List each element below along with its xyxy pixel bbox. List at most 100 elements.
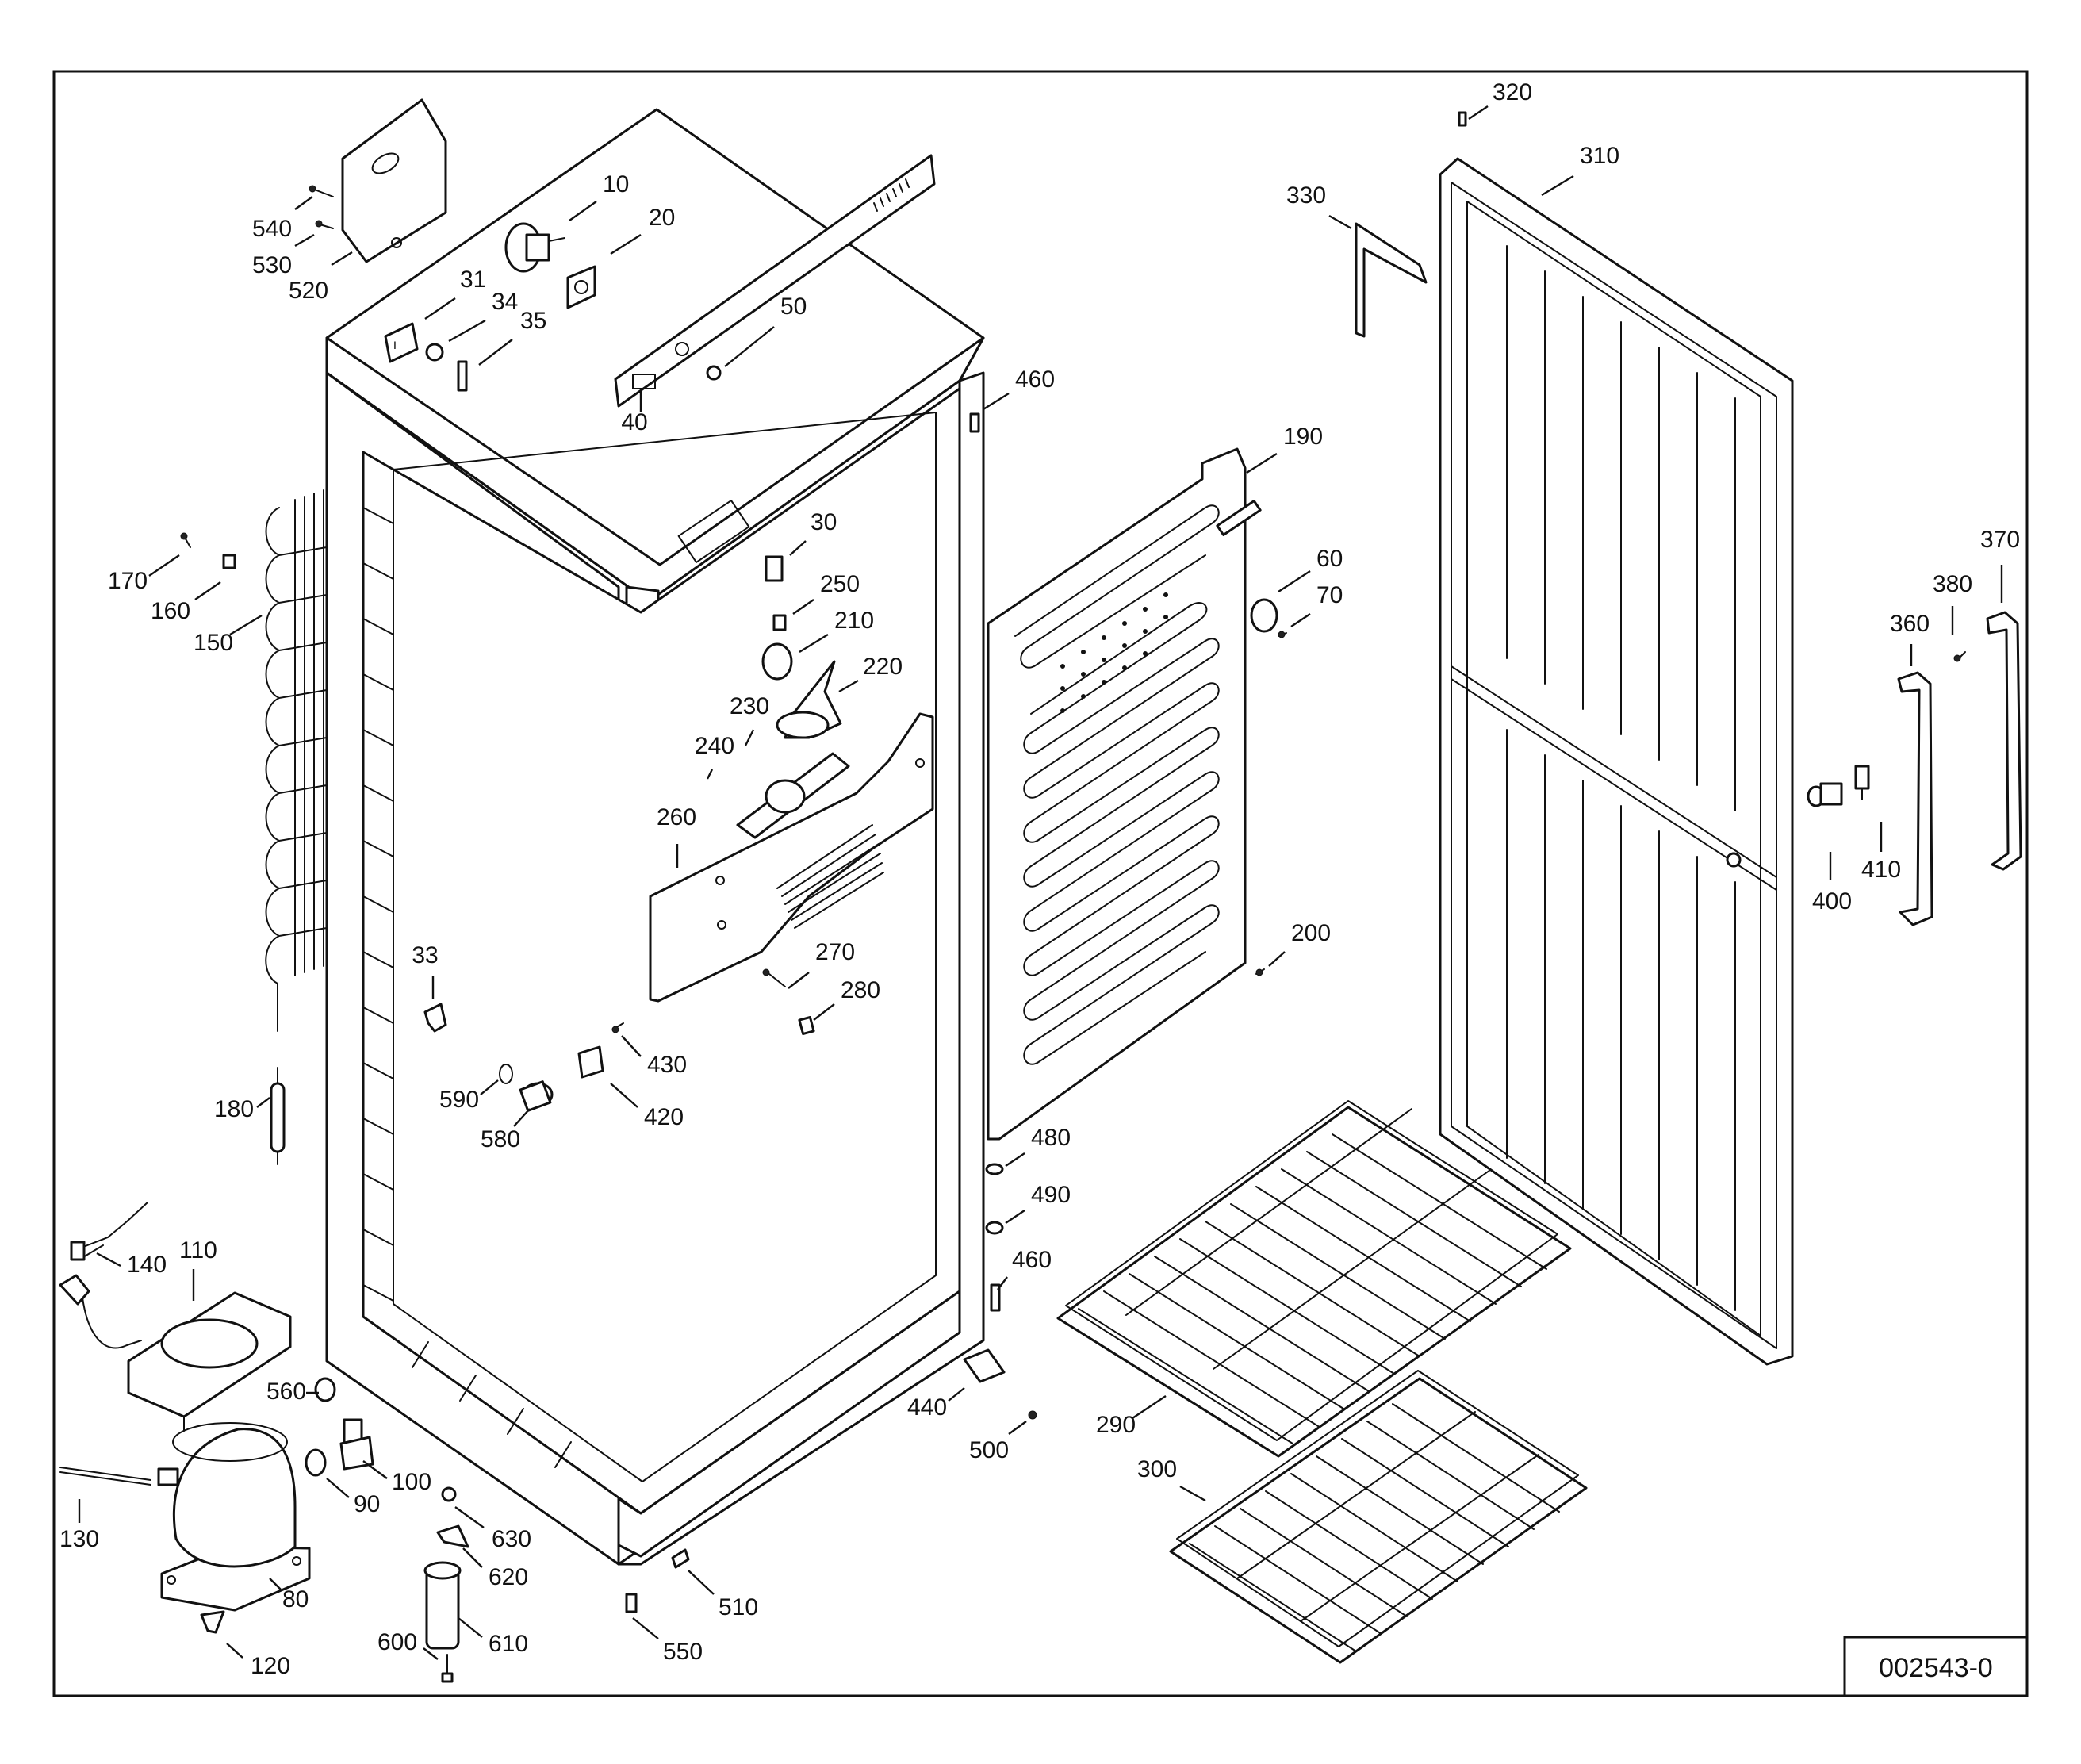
callout-150: 150 bbox=[194, 614, 263, 656]
callout-label: 90 bbox=[354, 1491, 380, 1517]
callout-label: 590 bbox=[439, 1087, 479, 1113]
callout-label: 160 bbox=[151, 598, 190, 624]
callout-leader bbox=[1179, 1485, 1206, 1502]
door-bracket bbox=[1355, 222, 1428, 338]
callout-leader bbox=[480, 1079, 499, 1095]
callout-600: 600 bbox=[377, 1629, 439, 1660]
callout-31: 31 bbox=[424, 267, 486, 320]
callout-label: 220 bbox=[863, 654, 903, 680]
callout-220: 220 bbox=[838, 654, 903, 693]
filter-drier bbox=[270, 1067, 286, 1165]
callout-320: 320 bbox=[1468, 79, 1532, 120]
power-cord bbox=[59, 1202, 148, 1349]
callout-label: 60 bbox=[1316, 546, 1343, 572]
callout-leader bbox=[788, 972, 810, 989]
callout-label: 410 bbox=[1861, 857, 1901, 883]
callout-leader bbox=[96, 1252, 121, 1267]
callout-50: 50 bbox=[724, 293, 807, 367]
callout-leader bbox=[744, 729, 755, 746]
callout-leader bbox=[269, 1578, 282, 1590]
callout-label: 290 bbox=[1096, 1412, 1136, 1438]
callout-label: 40 bbox=[621, 409, 647, 435]
callout-label: 530 bbox=[252, 252, 292, 278]
callout-110: 110 bbox=[179, 1237, 217, 1301]
callout-290: 290 bbox=[1096, 1395, 1167, 1438]
callout-label: 370 bbox=[1980, 527, 2020, 553]
callout-leader bbox=[997, 1276, 1008, 1290]
callout-label: 210 bbox=[834, 608, 874, 634]
adjustable-foot bbox=[423, 1486, 469, 1683]
callout-leader bbox=[1005, 1210, 1025, 1224]
callout-480: 480 bbox=[1005, 1125, 1071, 1167]
callout-230: 230 bbox=[730, 693, 769, 746]
callout-410: 410 bbox=[1861, 822, 1901, 883]
callout-leader bbox=[462, 1547, 483, 1568]
light-socket bbox=[519, 1080, 554, 1112]
callout-label: 560 bbox=[266, 1379, 306, 1405]
callout-580: 580 bbox=[481, 1108, 531, 1152]
callout-260: 260 bbox=[657, 804, 696, 868]
callout-leader bbox=[424, 297, 456, 320]
callout-label: 330 bbox=[1286, 182, 1326, 209]
callout-label: 260 bbox=[657, 804, 696, 830]
callout-leader bbox=[1005, 1152, 1025, 1167]
callout-610: 610 bbox=[458, 1617, 528, 1657]
display-bar bbox=[614, 154, 936, 408]
plate-part bbox=[566, 265, 596, 309]
thermostat-part bbox=[504, 222, 565, 273]
callout-label: 630 bbox=[492, 1526, 531, 1552]
callout-leader bbox=[326, 1478, 350, 1498]
callout-label: 20 bbox=[649, 205, 675, 231]
callout-620: 620 bbox=[462, 1547, 528, 1590]
callout-leader bbox=[1132, 1395, 1167, 1419]
callout-leader bbox=[1278, 569, 1311, 593]
callout-label: 270 bbox=[815, 939, 855, 965]
callout-80: 80 bbox=[269, 1578, 309, 1613]
control-box bbox=[309, 98, 447, 263]
callout-leader bbox=[423, 1647, 439, 1660]
callout-label: 100 bbox=[392, 1469, 431, 1495]
callout-label: 70 bbox=[1316, 582, 1343, 608]
fan-assembly bbox=[649, 614, 934, 1003]
callout-300: 300 bbox=[1137, 1456, 1206, 1502]
callout-180: 180 bbox=[214, 1096, 270, 1122]
callout-160: 160 bbox=[151, 581, 221, 624]
callout-510: 510 bbox=[688, 1570, 758, 1620]
callout-label: 460 bbox=[1012, 1247, 1052, 1273]
callout-leader bbox=[838, 679, 859, 693]
callout-420: 420 bbox=[610, 1083, 684, 1130]
wire-shelf-upper bbox=[1056, 1100, 1572, 1458]
callout-label: 170 bbox=[108, 568, 148, 594]
callout-leader bbox=[706, 769, 714, 780]
callout-leader bbox=[229, 614, 263, 636]
callout-leader bbox=[448, 319, 486, 343]
callout-leader bbox=[610, 1083, 638, 1108]
knob-part bbox=[425, 343, 444, 362]
evaporator-plate bbox=[987, 447, 1262, 1141]
callout-430: 430 bbox=[621, 1035, 687, 1078]
svg-text:I: I bbox=[393, 339, 397, 351]
callout-label: 430 bbox=[647, 1052, 687, 1078]
callout-560: 560 bbox=[266, 1379, 319, 1405]
callout-590: 590 bbox=[439, 1079, 499, 1113]
callout-label: 620 bbox=[489, 1564, 528, 1590]
callout-530: 530 bbox=[252, 233, 315, 278]
callout-layer: 1020303133343540506070809010011012013014… bbox=[59, 79, 2020, 1679]
door-lock bbox=[1807, 765, 1870, 807]
callout-250: 250 bbox=[792, 571, 860, 615]
callout-label: 280 bbox=[841, 977, 880, 1003]
drawing-reference-box: 002543-0 bbox=[1843, 1636, 2029, 1697]
callout-label: 110 bbox=[179, 1237, 217, 1264]
callout-label: 130 bbox=[59, 1526, 99, 1552]
callout-label: 600 bbox=[377, 1629, 417, 1655]
callout-leader bbox=[454, 1506, 485, 1528]
callout-leader bbox=[569, 201, 597, 221]
callout-label: 360 bbox=[1890, 611, 1930, 637]
callout-leader bbox=[1328, 214, 1352, 230]
callout-label: 33 bbox=[412, 942, 438, 968]
compressor bbox=[59, 1422, 311, 1634]
callout-130: 130 bbox=[59, 1499, 99, 1552]
callout-leader bbox=[724, 326, 775, 367]
